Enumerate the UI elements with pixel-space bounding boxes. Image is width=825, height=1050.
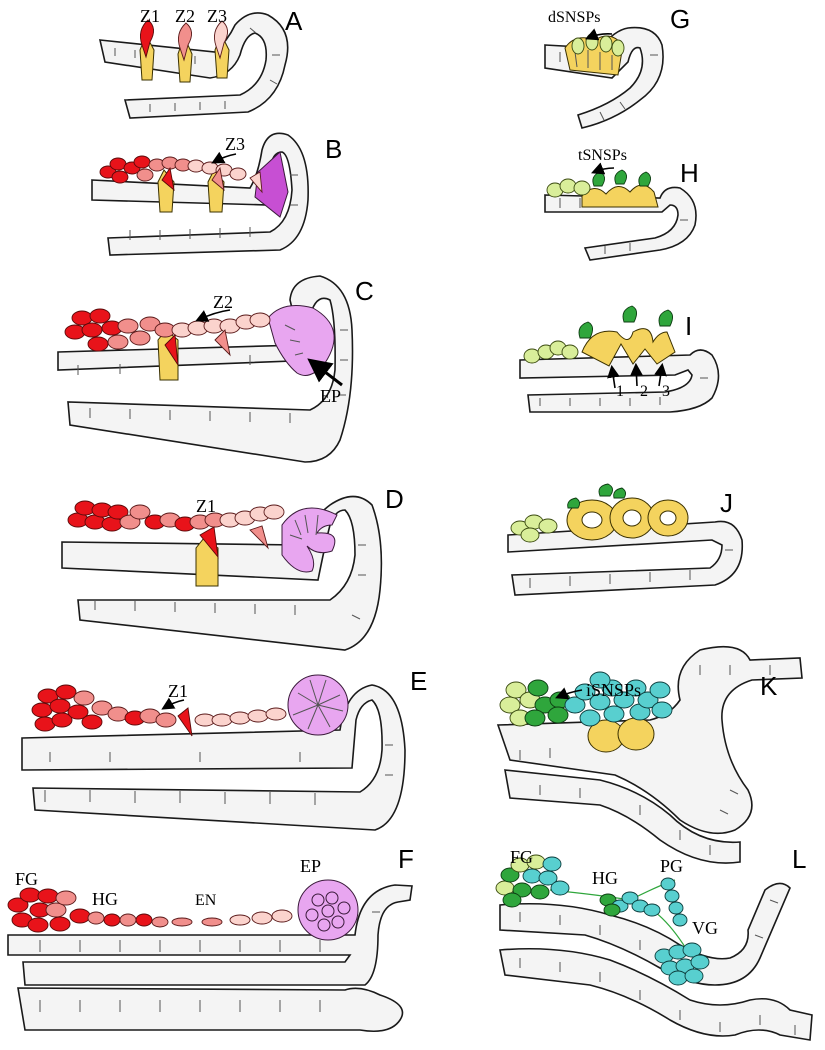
tsnsps-label: tSNSPs (578, 147, 627, 164)
zone-cells-d (67, 500, 285, 587)
zone-cells-e (31, 684, 287, 737)
zone-label-z1: Z1 (168, 681, 188, 701)
panel-l: FG HG PG VG L (495, 844, 813, 1041)
placode-cells-h (546, 169, 659, 208)
panel-i: 1 2 3 I (519, 305, 720, 413)
vg-label: VG (692, 918, 718, 938)
zone-label-z1: Z1 (140, 6, 160, 26)
panel-b: Z3 B (91, 132, 342, 256)
zone-label-z3: Z3 (225, 134, 245, 154)
panel-h: tSNSPs H (544, 147, 699, 261)
panel-label-h: H (680, 158, 699, 188)
panel-c: Z2 EP C (57, 275, 374, 463)
panel-label-d: D (385, 484, 404, 514)
zone-cells-b (99, 155, 263, 213)
panel-j: J (507, 483, 744, 596)
zone-cells-f (7, 887, 293, 933)
zone-label-z2: Z2 (175, 6, 195, 26)
panel-label-l: L (792, 844, 806, 874)
hg-label: HG (92, 889, 118, 909)
placode-cells-i (523, 305, 676, 367)
ep-label: EP (320, 386, 341, 406)
pg-label: PG (660, 856, 683, 876)
zone-label-z3: Z3 (207, 6, 227, 26)
en-label: EN (195, 892, 217, 909)
panel-e: Z1 E (21, 666, 427, 831)
panel-label-i: I (685, 311, 692, 341)
panel-label-a: A (285, 6, 303, 36)
panel-g: dSNSPs G (544, 4, 690, 129)
fg-label: FG (510, 847, 533, 867)
zone-label-z1: Z1 (196, 496, 216, 516)
placode-cells-g (564, 33, 625, 76)
panel-label-k: K (760, 671, 778, 701)
site-label-2: 2 (640, 383, 648, 400)
panel-label-g: G (670, 4, 690, 34)
panel-label-c: C (355, 276, 374, 306)
panel-label-e: E (410, 666, 427, 696)
panel-label-f: F (398, 844, 414, 874)
hg-label: HG (592, 868, 618, 888)
ep-label: EP (300, 856, 321, 876)
site-label-3: 3 (662, 383, 670, 400)
ganglia-cells-l (495, 854, 710, 986)
zone-cells-a (139, 19, 230, 83)
panel-label-j: J (720, 488, 733, 518)
zone-label-z2: Z2 (213, 292, 233, 312)
panel-k: iSNSPs K (496, 645, 803, 864)
fg-label: FG (15, 869, 38, 889)
placode-cells-k (499, 671, 673, 753)
isnsps-label: iSNSPs (586, 680, 641, 700)
site-label-1: 1 (616, 383, 624, 400)
panel-label-b: B (325, 134, 342, 164)
zone-cells-c (64, 308, 271, 381)
placode-cells-j (510, 483, 689, 543)
panel-d: Z1 D (61, 484, 404, 651)
dsnsps-label: dSNSPs (548, 9, 600, 26)
panel-a: Z1 Z2 Z3 A (98, 6, 303, 119)
panel-f: FG HG EN EP F (7, 844, 414, 1033)
